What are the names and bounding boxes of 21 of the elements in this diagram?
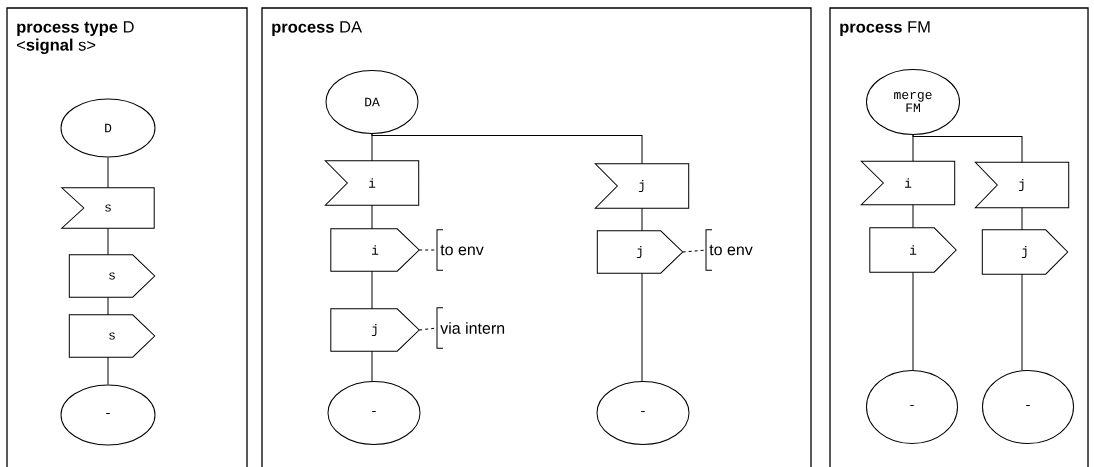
connector-line (1021, 207, 1023, 231)
connector-line (107, 157, 109, 189)
connector-line (107, 296, 109, 316)
connector-line (641, 207, 643, 232)
connector-line (107, 227, 109, 256)
comment-bracket: to env (705, 229, 753, 271)
connector-line (912, 134, 914, 162)
connector-line (912, 134, 1023, 163)
connector-line (1021, 273, 1023, 371)
connector-line (912, 204, 914, 229)
connector-line (912, 271, 914, 371)
connector-line (641, 272, 643, 382)
connector-line (371, 204, 373, 230)
connector-line (371, 350, 373, 382)
comment-bracket: to env (436, 229, 484, 271)
dashed-connector (682, 249, 707, 253)
comment-bracket: via intern (436, 307, 505, 349)
connector-line (371, 133, 643, 165)
connector-line (371, 133, 373, 162)
connector-line (371, 270, 373, 310)
connector-line (107, 356, 109, 385)
